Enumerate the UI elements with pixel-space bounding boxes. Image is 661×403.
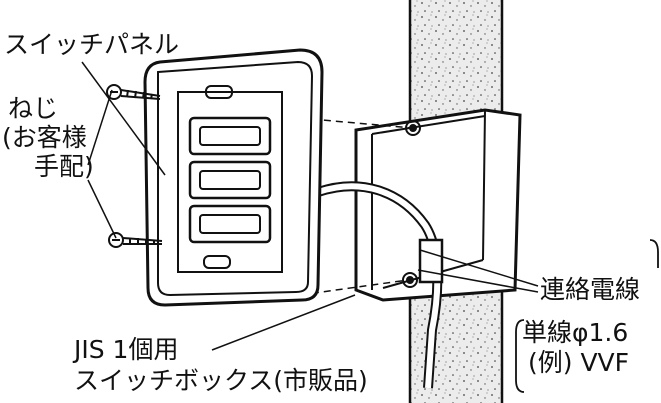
leader-lines (81, 61, 539, 351)
switch-box-label-line2: スイッチボックス(市販品) (74, 366, 368, 395)
screw-label-line3: 手配) (34, 152, 94, 181)
braces (515, 239, 659, 393)
screw-label-line2: (お客様 (2, 123, 87, 152)
wire-spec-line2: (例) VVF (528, 348, 630, 377)
connecting-wire-label: 連絡電線 (540, 275, 641, 304)
screw-top (106, 84, 161, 100)
switch-panel (143, 48, 324, 307)
screw-bottom (108, 232, 163, 248)
switch-panel-label: スイッチパネル (4, 30, 180, 59)
wire-spec-line1: 単線φ1.6 (522, 318, 629, 347)
screw-label-line1: ねじ (8, 94, 59, 123)
switch-box-label-line1: JIS 1個用 (74, 335, 179, 364)
